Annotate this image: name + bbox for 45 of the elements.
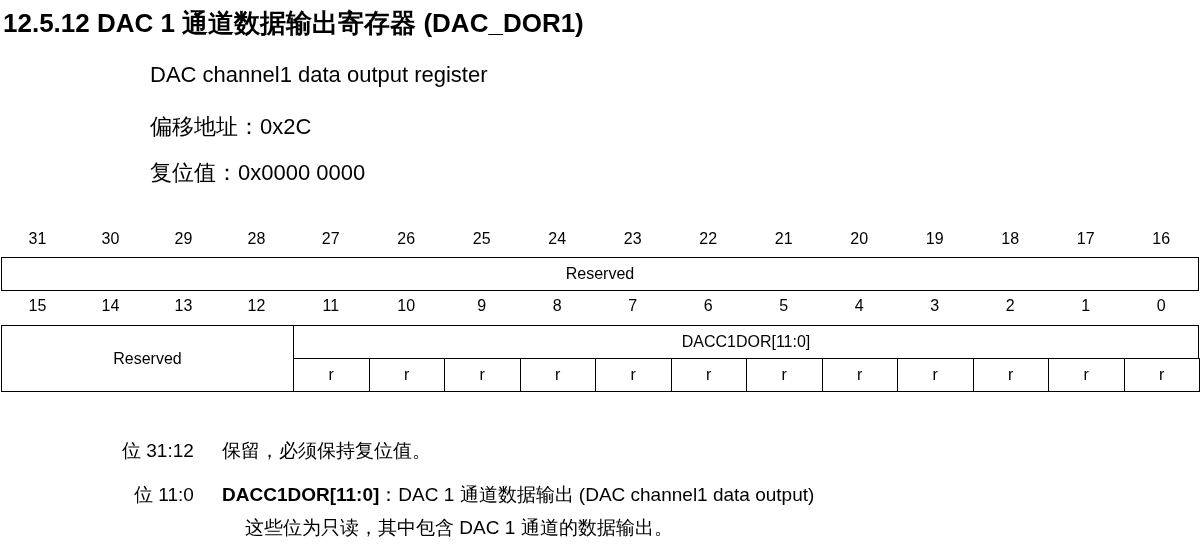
bit-number: 23 [622, 230, 643, 248]
bit-number: 17 [1075, 230, 1096, 248]
bit-number: 13 [173, 297, 194, 315]
bit-number: 25 [471, 230, 492, 248]
bit-number: 9 [476, 297, 488, 315]
bit-number: 1 [1080, 297, 1092, 315]
bit-number: 6 [702, 297, 714, 315]
bit-number: 26 [396, 230, 417, 248]
bit-number: 20 [849, 230, 870, 248]
bit-number: 2 [1004, 297, 1016, 315]
bit-number: 3 [929, 297, 941, 315]
access-type: r [1123, 358, 1200, 392]
bit-description: 保留，必须保持复位值。 [222, 439, 431, 463]
bit-number: 24 [547, 230, 568, 248]
bit-number: 5 [778, 297, 790, 315]
bit-number: 16 [1151, 230, 1172, 248]
bit-number: 7 [627, 297, 639, 315]
bit-number: 31 [27, 230, 48, 248]
bit-number: 12 [246, 297, 267, 315]
reserved-field: Reserved [1, 325, 294, 392]
bit-number: 0 [1155, 297, 1167, 315]
bit-description: 这些位为只读，其中包含 DAC 1 通道的数据输出。 [245, 516, 673, 540]
reset-value: 复位值：0x0000 0000 [150, 159, 366, 187]
bit-number: 28 [246, 230, 267, 248]
register-name: DAC channel1 data output register [150, 62, 488, 88]
bit-number: 21 [773, 230, 794, 248]
bit-number: 14 [100, 297, 121, 315]
bit-number: 18 [1000, 230, 1021, 248]
bit-number: 15 [27, 297, 48, 315]
offset-address: 偏移地址：0x2C [150, 113, 312, 141]
bit-range: 位 31:12 [122, 439, 194, 463]
bit-number: 10 [396, 297, 417, 315]
bit-number: 4 [853, 297, 865, 315]
bit-range: 位 11:0 [134, 483, 194, 507]
bit-number: 22 [698, 230, 719, 248]
bit-description: DACC1DOR[11:0]：DAC 1 通道数据输出 (DAC channel1 data output) [222, 483, 815, 507]
section-heading: 12.5.12 DAC 1 通道数据输出寄存器 (DAC_DOR1) [3, 7, 584, 40]
bit-number: 27 [320, 230, 341, 248]
bit-number: 29 [173, 230, 194, 248]
bit-number: 19 [924, 230, 945, 248]
bit-number: 11 [321, 297, 341, 315]
register-field: DACC1DOR[11:0] [293, 325, 1199, 359]
bit-number: 8 [551, 297, 563, 315]
reserved-field: Reserved [1, 257, 1199, 291]
bit-number: 30 [100, 230, 121, 248]
